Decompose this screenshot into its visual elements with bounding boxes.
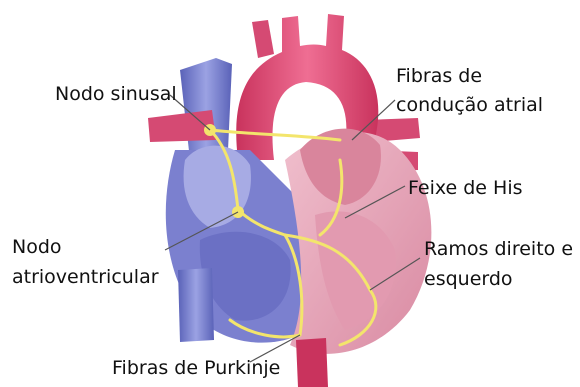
label-nodo-av-2: atrioventricular bbox=[12, 265, 159, 289]
superior-vena-cava bbox=[180, 58, 232, 160]
label-fibras-purkinje: Fibras de Purkinje bbox=[112, 356, 280, 380]
label-fibras-conducao-1: Fibras de bbox=[396, 64, 482, 88]
aorta-branch bbox=[252, 20, 274, 58]
label-ramos-2: esquerdo bbox=[424, 267, 513, 291]
descending-aorta bbox=[296, 338, 328, 387]
label-nodo-sinusal: Nodo sinusal bbox=[55, 82, 177, 106]
inferior-vena-cava bbox=[178, 268, 214, 342]
label-ramos-1: Ramos direito e bbox=[424, 237, 573, 261]
label-fibras-conducao-2: condução atrial bbox=[396, 93, 543, 117]
label-nodo-av-1: Nodo bbox=[12, 235, 62, 259]
label-feixe-his: Feixe de His bbox=[408, 176, 523, 200]
